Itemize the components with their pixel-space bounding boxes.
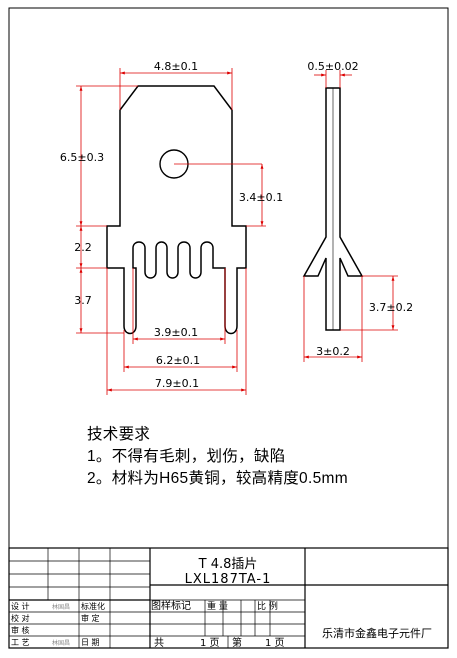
- dim-height: 6.5±0.3: [60, 151, 104, 164]
- side-view-dimension-labels: 0.5±0.02 3.7±0.2 3±0.2: [307, 60, 413, 358]
- front-view-dimension-labels: 4.8±0.1 6.5±0.3 2.2 3.7 3.4±0.1 3.9±0.1 …: [60, 60, 283, 390]
- title-block: [8, 547, 449, 649]
- dim-outer-width: 6.2±0.1: [156, 354, 200, 367]
- row-sign-design: 林国昌: [52, 603, 70, 611]
- front-view-dimensions: [76, 68, 266, 395]
- dim-hole-offset: 3.4±0.1: [239, 191, 283, 204]
- sheet-label: 第: [232, 636, 242, 649]
- title-block-text: T 4.8插片 LXL187TA-1 设 计 林国昌 标准化 校 对 审 定 审…: [11, 557, 432, 649]
- notes-title: 技术要求: [87, 426, 151, 443]
- row-label2-approve: 审 定: [81, 613, 100, 623]
- dim-gap: 2.2: [74, 241, 92, 254]
- dim-thickness: 0.5±0.02: [307, 60, 358, 73]
- scale-label: 比 例: [257, 600, 278, 612]
- row-label-check: 校 对: [11, 613, 30, 623]
- note-item-1: 1。不得有毛刺，划伤，缺陷: [87, 448, 286, 465]
- weight-label: 重 量: [207, 600, 228, 612]
- dim-base-width: 3±0.2: [316, 345, 350, 358]
- dim-top-width: 4.8±0.1: [154, 60, 198, 73]
- sheet-unit: 1 页: [265, 637, 285, 649]
- row-label-review: 审 核: [11, 625, 30, 635]
- total-unit: 1 页: [200, 637, 220, 649]
- dim-inner-width: 3.9±0.1: [154, 326, 198, 339]
- dim-total-width: 7.9±0.1: [155, 377, 199, 390]
- dim-side-leg-length: 3.7±0.2: [369, 301, 413, 314]
- mark-label: 图样标记: [151, 599, 191, 612]
- part-number: LXL187TA-1: [185, 572, 272, 587]
- row-sign-process: 林国昌: [52, 639, 70, 647]
- company-name: 乐清市金鑫电子元件厂: [322, 626, 432, 640]
- row-label-design: 设 计: [11, 601, 30, 611]
- side-view-dimensions: [303, 70, 398, 362]
- row-label-process: 工 艺: [11, 638, 30, 647]
- technical-notes: 技术要求 1。不得有毛刺，划伤，缺陷 2。材料为H65黄铜，较高精度0.5mm: [87, 424, 348, 490]
- dim-leg-length: 3.7: [74, 294, 92, 307]
- note-item-2: 2。材料为H65黄铜，较高精度0.5mm: [87, 470, 348, 487]
- row-label2-date: 日 期: [81, 638, 100, 647]
- total-label: 共: [154, 637, 164, 649]
- row-label2-standard: 标准化: [81, 601, 105, 611]
- part-name: T 4.8插片: [198, 557, 258, 572]
- sheet-border: [8, 7, 449, 649]
- front-view-outline: [106, 85, 247, 335]
